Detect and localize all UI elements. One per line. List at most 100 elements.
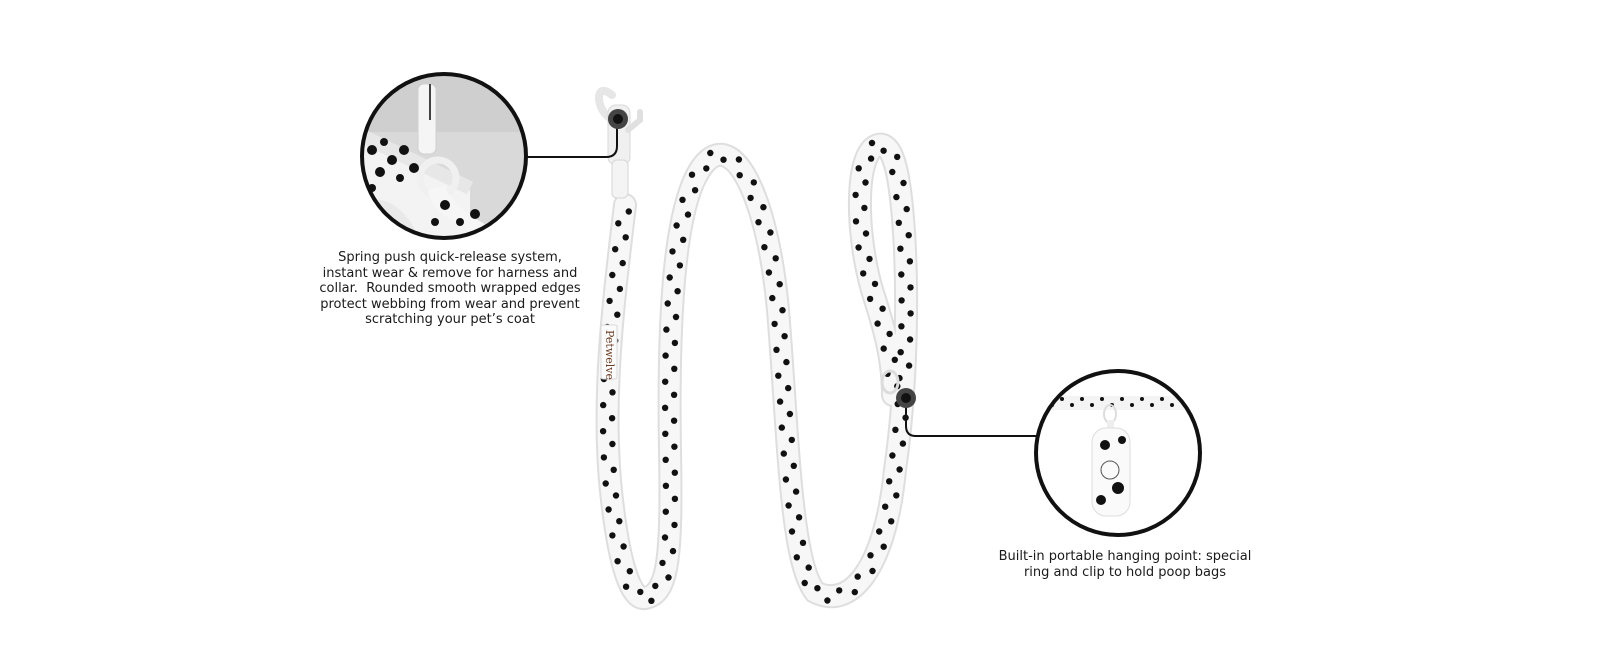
leash-dot <box>790 462 797 469</box>
leash-dot <box>775 372 782 379</box>
leash-dot <box>662 430 669 437</box>
leash-dot <box>805 564 812 571</box>
leash-dot <box>793 554 800 561</box>
leash-dot <box>772 255 779 262</box>
leash-dot <box>779 307 786 314</box>
caption-line: Built-in portable hanging point: special <box>998 549 1252 564</box>
callout-left <box>360 72 628 240</box>
snap-hook-clip <box>595 86 643 199</box>
brand-tag: Petwelve <box>600 324 618 380</box>
leash-dot <box>626 568 633 575</box>
leash-dot <box>880 147 887 154</box>
leash-dot <box>616 285 624 293</box>
leash-dot <box>661 534 669 541</box>
leader-line-left <box>526 120 618 158</box>
leash-dot <box>600 401 607 409</box>
leash-dot <box>867 155 875 162</box>
leash-dot <box>610 466 617 473</box>
leash-dot <box>896 466 903 473</box>
leash-dot <box>662 456 669 463</box>
leash-dot <box>879 305 886 312</box>
brand-tag-text: Petwelve <box>603 330 616 380</box>
leash-dot <box>886 478 893 485</box>
leader-line-right <box>905 398 1036 437</box>
leash-dot <box>671 521 678 529</box>
leash-dot <box>622 234 629 241</box>
leash-dot <box>767 229 774 236</box>
leash-dot <box>671 443 678 450</box>
leash-dot <box>907 284 914 291</box>
poop-bag-closeup-image <box>1037 372 1199 534</box>
caption-line: ring and clip to hold poop bags <box>1023 564 1227 580</box>
leash-dot <box>625 208 632 215</box>
leash-dot <box>799 539 807 546</box>
caption-hanging-point: Built-in portable hanging point: special… <box>990 549 1260 580</box>
leash-dot <box>836 587 843 594</box>
caption-line: scratching your pet’s coat <box>365 312 535 327</box>
leash-dot <box>851 588 858 596</box>
leash-dot <box>662 482 670 489</box>
leash-dot <box>898 271 905 278</box>
leash-dot <box>897 245 904 252</box>
leash-dot <box>905 232 912 239</box>
leash-dot <box>669 547 677 555</box>
leash-dot <box>761 244 768 251</box>
leash-dot <box>874 320 881 327</box>
leash-dot <box>599 428 607 435</box>
leash-dot <box>769 294 776 302</box>
leash-dot <box>619 259 626 267</box>
leash-dot <box>824 597 831 604</box>
leash-dot <box>671 469 678 476</box>
leash-dot <box>889 168 896 176</box>
leash-dot <box>880 345 887 352</box>
caption-line: instant wear & remove for harness and <box>322 265 578 281</box>
leash-dot <box>897 349 904 356</box>
leash-dot <box>866 255 873 263</box>
leash-dot <box>620 543 627 550</box>
leash-dot <box>868 139 876 147</box>
leash-dot <box>612 492 620 499</box>
leash-dot <box>612 246 619 253</box>
caption-line: collar. Rounded smooth wrapped edges <box>319 281 581 296</box>
leash-dot <box>707 149 714 157</box>
hanging-ring <box>880 369 900 395</box>
leash-dot <box>659 559 666 567</box>
leash-dot <box>900 179 907 187</box>
leash-dot <box>672 313 680 321</box>
leash-dot <box>862 179 869 186</box>
leash-dot <box>736 172 743 179</box>
leash-dot <box>679 196 686 203</box>
leash-dot <box>889 452 896 459</box>
leash-dot <box>688 171 696 178</box>
leash-dot <box>760 204 767 211</box>
leash-dot <box>776 281 783 288</box>
leash-dot <box>795 514 803 521</box>
leash-dot <box>605 506 612 513</box>
leash-dot <box>898 323 905 330</box>
leash-dot <box>676 262 684 269</box>
leash-dot <box>895 219 902 226</box>
caption-quick-release: Spring push quick-release system, instan… <box>300 250 600 328</box>
leash-dot <box>882 503 889 510</box>
leash-dot <box>788 528 796 535</box>
leash-dot <box>861 204 868 212</box>
leash-dot <box>893 492 900 499</box>
leash-dot <box>614 558 621 565</box>
leash-dot <box>670 417 678 424</box>
leash-dot <box>869 567 876 575</box>
leash-dot <box>674 288 681 295</box>
leash-dot <box>662 352 669 359</box>
leash-dot <box>871 280 879 288</box>
leash-dot <box>735 156 743 163</box>
leash-dot <box>606 297 613 305</box>
leash-dot <box>892 426 899 433</box>
leash-dot <box>671 365 678 372</box>
leash-dot <box>703 165 710 172</box>
leash-dot <box>855 244 862 251</box>
caption-line: protect webbing from wear and prevent <box>320 296 580 312</box>
leash-dot <box>866 295 874 303</box>
leash-dot <box>906 258 914 265</box>
leash-dot <box>814 585 821 592</box>
leash-dot <box>671 339 679 347</box>
